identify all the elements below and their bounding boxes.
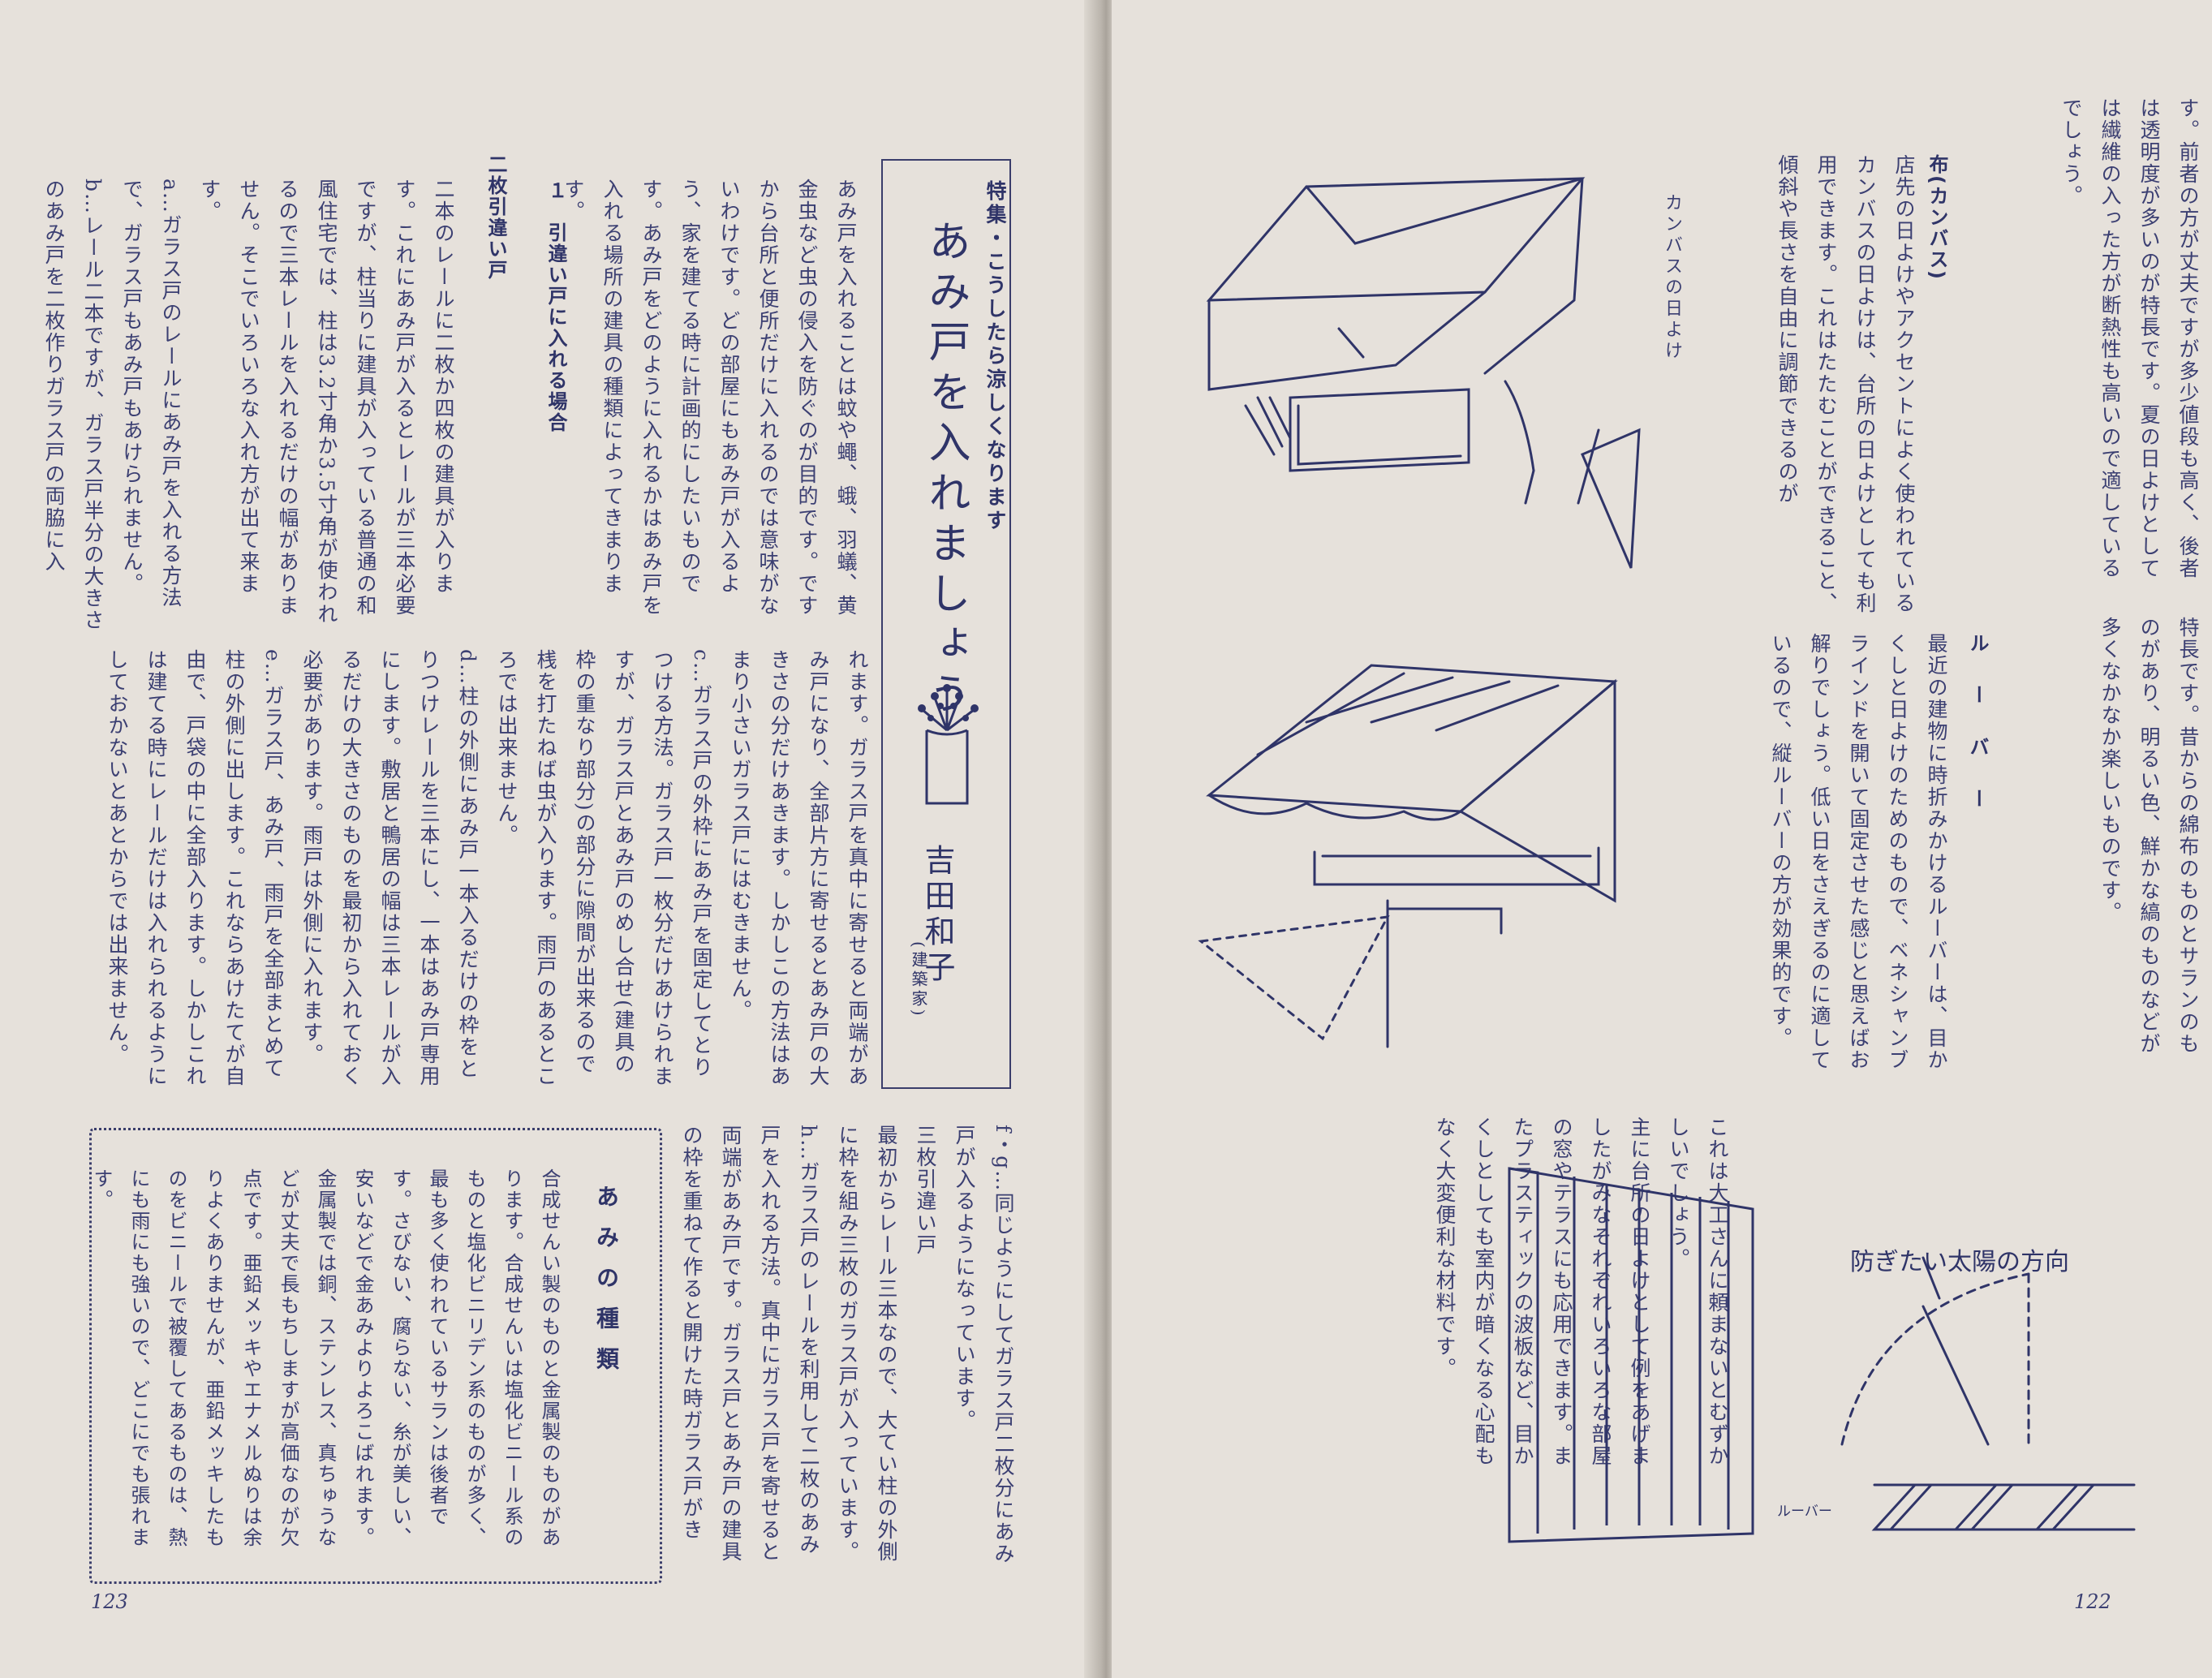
author-role: (建築家) (909, 941, 928, 1019)
sidebar-text: 合成せんい製のものと金属製のものがあります。合成せんいは塩化ビニール系のものと塩… (90, 1168, 561, 1548)
intro-paragraph: あみ戸を入れることは蚊や蠅、蛾、羽蟻、黄金虫など虫の侵入を防ぐのが目的です。です… (562, 179, 858, 617)
feature-kicker: 特集・こうしたら涼しくなります (983, 180, 1007, 533)
right-page: す。前者の方が丈夫ですが多少値段も高く、後者は透明度が多いのが特長です。夏の日よ… (1112, 0, 2212, 1678)
sun-direction-diagram (1840, 1256, 2136, 1531)
body-middle-column: れます。ガラス戸を真中に寄せると両端があみ戸になり、全部片方に寄せるとあみ戸の大… (105, 649, 869, 1087)
body-top-column: 二本のレールに二枚か四枚の建具が入ります。これにあみ戸が入るとレールが三本必要で… (42, 179, 455, 632)
striped-awning-sketch (1198, 664, 1618, 1048)
right-text-top: す。前者の方が丈夫ですが多少値段も高く、後者は透明度が多いのが特長です。夏の日よ… (2059, 97, 2200, 579)
author-name: 吉田和子 (919, 844, 955, 987)
cloth-heading: 布(カンバス) (1926, 154, 1948, 281)
title-box (881, 159, 1011, 1089)
flower-vase-illustration (918, 684, 979, 805)
subsection-heading: 二枚引違い戸 (484, 154, 507, 281)
cloth-paragraph: 店先の日よけやアクセントによく使われているカンバスの日よけは、台所の日よけとして… (1775, 154, 1916, 614)
canvas-awning-sketch (1206, 177, 1641, 569)
louver-heading: ルーバー (1966, 633, 1989, 841)
sidebar-title: あみの種類 (593, 1185, 620, 1388)
net-types-sidebar (89, 1128, 662, 1584)
page-number-right: 122 (2074, 1590, 2111, 1613)
page-number-left: 123 (91, 1590, 128, 1613)
louver-diagram-label: ルーバー (1777, 1504, 1832, 1520)
right-text-mid: 特長です。昔からの綿布のものとサランのものがあり、明るい色、鮮かな縞のものなどが… (2098, 617, 2200, 1055)
left-page: 特集・こうしたら涼しくなります あみ戸を入れましょう 吉田和子 (建築家) あみ… (0, 0, 1100, 1678)
louver-paragraph: 最近の建物に時折みかけるルーバーは、目かくしと日よけのためのもので、ベネシャンブ… (1769, 633, 1948, 1071)
body-bottom-column: f・g…同じようにしてガラス戸二枚分にあみ戸が入るようになっています。 三枚引違… (680, 1125, 1015, 1565)
vertical-louver-sketch (1508, 1167, 1754, 1543)
section-heading: １ 引違い戸に入れる場合 (544, 180, 567, 433)
sun-direction-label: 防ぎたい太陽の方向 (1850, 1248, 2069, 1276)
canvas-awning-caption: カンバスの日よけ (1662, 193, 1682, 362)
article-title: あみ戸を入れましょう (921, 219, 970, 722)
